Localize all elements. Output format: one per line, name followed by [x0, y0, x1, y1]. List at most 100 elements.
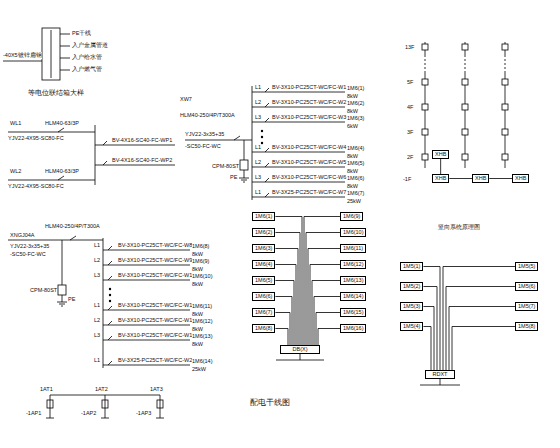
circuit-label: L1 — [255, 84, 261, 91]
box-text: 1M6(9) — [343, 213, 360, 220]
riser-box — [502, 44, 508, 50]
panel-bus — [185, 86, 252, 200]
riser-break — [505, 55, 506, 72]
panel-box: 1M6(6) — [252, 292, 275, 301]
circuit-label: 1M6(4) — [347, 145, 364, 152]
circuit-label: 2F — [407, 154, 413, 161]
circuit-label: L1 — [255, 144, 261, 151]
box-text: XHB — [435, 151, 446, 158]
panel-box: XHB — [472, 174, 489, 183]
circuit-label: BV-3X10-PC25CT-WC/FC-W2 — [272, 99, 346, 106]
circuit-label: L1 — [94, 242, 100, 249]
circuit-label: 8kW — [347, 153, 358, 160]
panel-box: 1M6(11) — [340, 244, 366, 253]
circuit-label: 1M6(1) — [347, 85, 364, 92]
panel-box: XHB — [432, 150, 449, 159]
box-text: 1M6(13) — [343, 277, 363, 284]
riser-box — [462, 104, 468, 110]
box-text: 1M6(7) — [255, 309, 272, 316]
feeder-line — [310, 265, 340, 346]
dot — [261, 136, 263, 138]
circuit-label: HLM40-250/4P/T300A — [45, 223, 100, 230]
feeder-line — [452, 327, 515, 371]
circuit-label: BV-3X10-PC25CT-WC/FC-W8 — [118, 242, 192, 249]
riser-box — [422, 44, 428, 50]
feeder-line — [275, 329, 288, 346]
circuit-label: 8kW — [192, 341, 203, 348]
circuit-label: WL1 — [10, 120, 21, 127]
feeder-line — [314, 297, 340, 346]
continuation-dots — [109, 130, 263, 302]
panel-box: 1M6(14) — [340, 292, 366, 301]
feeder-line — [275, 265, 296, 346]
circuit-label: BV-3X25-PC25CT-WC/FC-W7 — [272, 189, 346, 196]
circuit-label: YJV22-4X95-SC80-FC — [8, 183, 64, 190]
circuit-label: BV-3X10-PC25CT-WC/FC-W10 — [118, 272, 195, 279]
circuit-label: PE — [68, 296, 75, 303]
circuit-label: HLM40-250/4P/T300A — [180, 112, 235, 119]
circuit-label: 竖向系统原理图 — [438, 224, 480, 231]
circuit-label: CPM-80ST — [212, 163, 239, 170]
circuit-label: BV-4X16-SC40-FC-WP1 — [112, 137, 172, 144]
circuit-label: -SC50-FC-WC — [185, 143, 221, 150]
circuit-label: 1M6(10) — [192, 273, 212, 280]
riser-box — [502, 129, 508, 135]
circuit-label: L2 — [255, 99, 261, 106]
feeder-line — [275, 297, 292, 346]
panel-box: XHB — [432, 174, 449, 183]
terminal-wires — [3, 30, 70, 78]
panel-box: 1M6(4) — [252, 260, 275, 269]
feeder-line — [275, 217, 302, 346]
circuit-label: 4F — [407, 104, 413, 111]
box-text: 1M6(16) — [343, 325, 363, 332]
feeder-line — [275, 233, 300, 346]
panel-box: 1M6(13) — [340, 276, 366, 285]
feeder-line — [449, 307, 515, 371]
box-text: 1M6(11) — [343, 245, 363, 252]
riser-box — [422, 129, 428, 135]
circuit-label: -SC50-FC-WC — [10, 251, 46, 258]
feeder-line — [440, 159, 441, 174]
circuit-label: 配电干线图 — [250, 398, 290, 408]
equipment-symbol — [157, 400, 163, 408]
panel-box: 1M5(1) — [400, 262, 423, 271]
box-text: 1M6(15) — [343, 309, 363, 316]
panel-box: 1M5(4) — [400, 322, 423, 331]
dot — [261, 142, 263, 144]
circuit-label: XW7 — [180, 96, 192, 103]
circuit-label: 1M6(5) — [347, 160, 364, 167]
surge-protector — [57, 240, 67, 306]
panel-box: 1M6(12) — [340, 260, 366, 269]
circuit-label: 1M6(13) — [192, 333, 212, 340]
riser-box — [422, 104, 428, 110]
surge-protector — [239, 140, 249, 182]
circuit-label: PE干线 — [72, 30, 91, 37]
circuit-label: 1M6(9) — [192, 258, 209, 265]
panel-box: 1M6(10) — [340, 228, 366, 237]
circuit-label: L2 — [94, 257, 100, 264]
panel-box: 1M6(8) — [252, 324, 275, 333]
circuit-label: 1M6(7) — [347, 190, 364, 197]
circuit-label: 1M6(2) — [347, 100, 364, 107]
riser-box — [422, 154, 428, 160]
circuit-label: L3 — [255, 174, 261, 181]
circuit-label: -1F — [403, 176, 411, 183]
circuit-label: -1AP2 — [81, 410, 96, 417]
box-text: 1M6(8) — [255, 325, 272, 332]
box-text: 1M5(6) — [518, 283, 535, 290]
circuit-label: XNGJ04A — [10, 232, 34, 239]
circuit-label: 8kW — [347, 108, 358, 115]
panel-box: 1M6(9) — [340, 212, 363, 221]
circuit-label: HLM40-63/3P — [45, 120, 79, 127]
panel-box: 1M6(3) — [252, 244, 275, 253]
circuit-label: 1AT3 — [150, 386, 163, 393]
box-text: 1M6(3) — [255, 245, 272, 252]
circuit-label: 5F — [407, 79, 413, 86]
riser-box — [462, 129, 468, 135]
circuit-label: -1AP1 — [26, 410, 41, 417]
box-text: 1M5(2) — [403, 283, 420, 290]
feeder-line — [449, 178, 472, 179]
riser-break — [425, 55, 426, 72]
equipment-symbol — [102, 400, 108, 408]
